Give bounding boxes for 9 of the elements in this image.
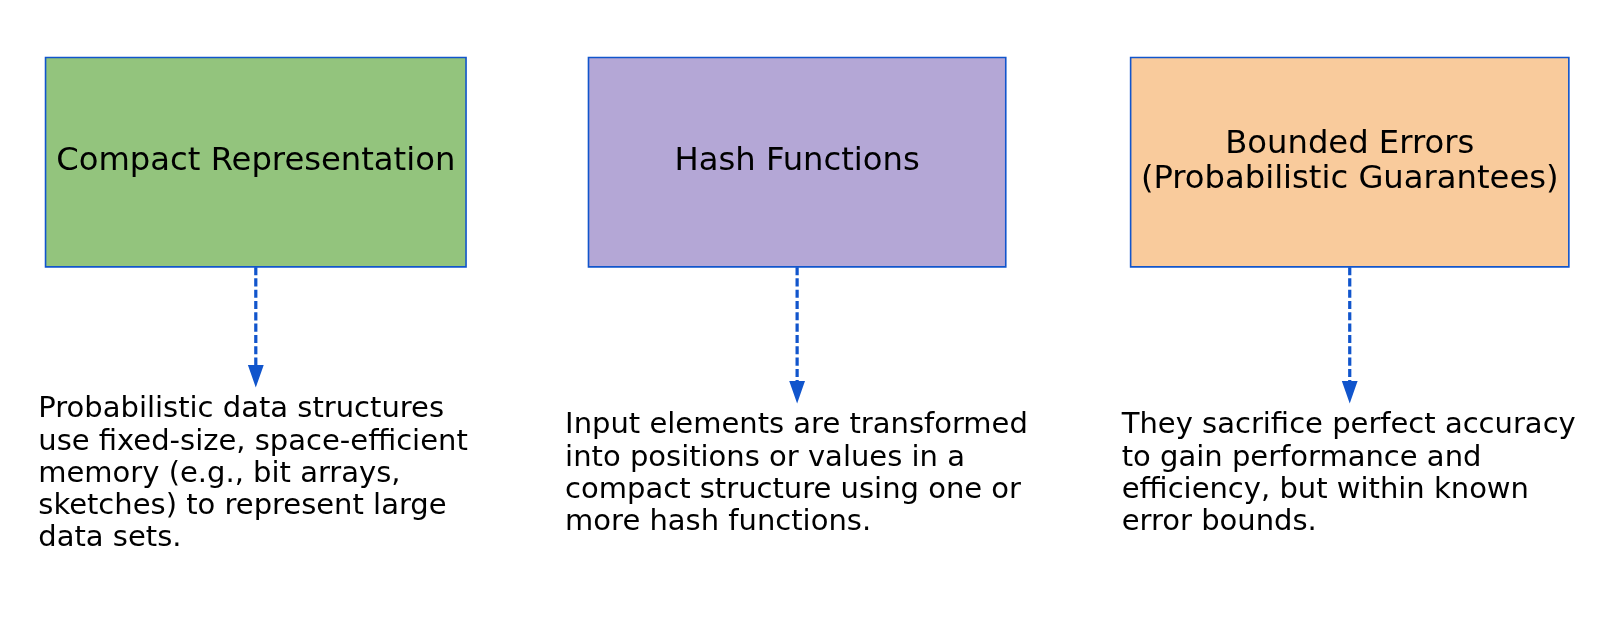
arrow bbox=[1341, 267, 1358, 404]
arrow bbox=[789, 267, 806, 404]
node-text: Input elements are transformed into positions or values in a compact structure using one or more hash functions. bbox=[565, 406, 1028, 538]
node-text: Probabilistic data structures use fixed-size, space-efficient memory (e.g., bit arrays, sketches) to represent large data sets. bbox=[38, 390, 468, 554]
node-box: Bounded Errors (Probabilistic Guarantees) bbox=[1129, 56, 1570, 268]
arrow bbox=[247, 267, 264, 388]
node-box: Hash Functions bbox=[587, 56, 1007, 268]
node-box: Compact Representation bbox=[44, 56, 467, 268]
node-text: They sacrifice perfect accuracy to gain performance and efficiency, but within known error bounds. bbox=[1121, 406, 1576, 538]
